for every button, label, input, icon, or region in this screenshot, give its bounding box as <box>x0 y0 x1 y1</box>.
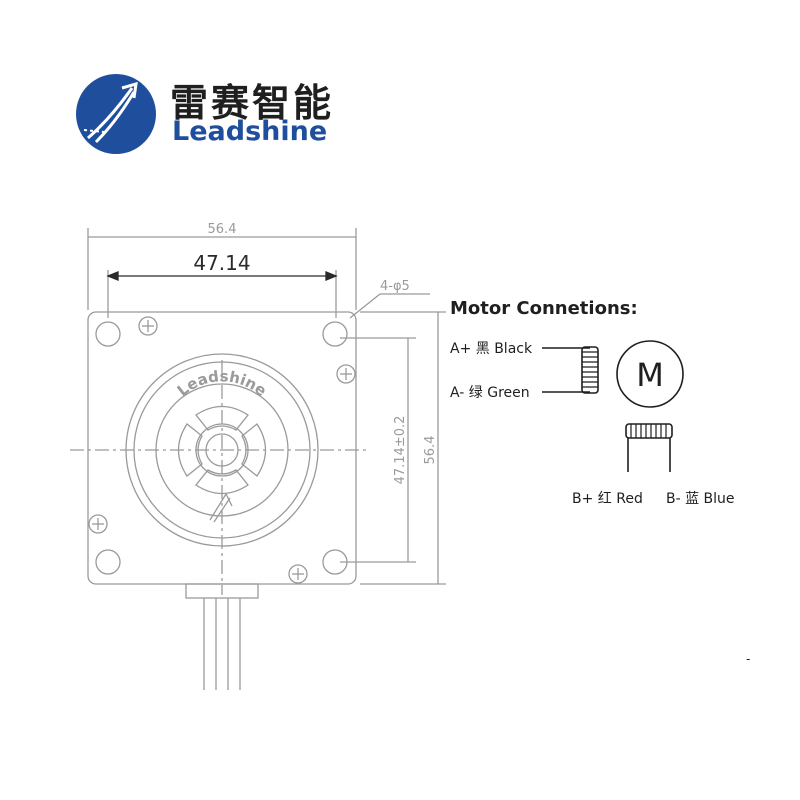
shaft-hub-inner <box>205 433 239 467</box>
dim-hole-callout: 4-φ5 <box>380 279 410 294</box>
hole-callout-leader <box>349 293 381 319</box>
stray-mark: - <box>746 652 750 666</box>
arrow-right-icon <box>325 271 338 281</box>
screw-icon <box>88 514 108 534</box>
coil-b-icon <box>625 423 673 439</box>
connection-b-minus: B- 蓝 Blue <box>666 491 735 507</box>
dim-hole-spacing-vertical: 47.14±0.2 <box>393 416 408 485</box>
screw-icon <box>138 316 158 336</box>
brand-name-en: Leadshine <box>172 116 328 147</box>
connection-b-plus: B+ 红 Red <box>572 491 643 507</box>
connection-a-minus: A- 绿 Green <box>450 385 530 401</box>
cap-lobe-top <box>195 405 249 431</box>
end-cap-emblem-icon <box>209 492 233 523</box>
dim-overall-width: 56.4 <box>208 222 237 237</box>
motor-symbol-icon <box>616 340 684 408</box>
cap-lobe-bottom <box>195 469 249 495</box>
coil-a-icon <box>581 346 599 394</box>
screw-icon <box>336 364 356 384</box>
cap-lobe-left <box>177 423 203 477</box>
mounting-hole-top-left <box>95 321 121 347</box>
dim-overall-height: 56.4 <box>423 436 438 465</box>
end-cap-inner <box>155 383 289 517</box>
cable-exit <box>185 583 259 599</box>
cap-lobe-right <box>241 423 267 477</box>
mounting-hole-bottom-left <box>95 549 121 575</box>
end-cap-outer <box>125 353 319 547</box>
brand-name-cn: 雷赛智能 <box>170 81 335 125</box>
shaft-hub-outer <box>195 423 249 477</box>
motor-symbol-label: M <box>636 356 664 394</box>
arrow-left-icon <box>106 271 119 281</box>
screw-icon <box>288 564 308 584</box>
connection-a-plus: A+ 黑 Black <box>450 341 533 357</box>
mounting-hole-top-right <box>322 321 348 347</box>
leadshine-emblem-icon <box>76 74 156 154</box>
dim-hole-spacing: 47.14 <box>193 251 250 275</box>
end-cap-rim <box>133 361 311 539</box>
connections-title: Motor Connetions: <box>450 298 638 319</box>
